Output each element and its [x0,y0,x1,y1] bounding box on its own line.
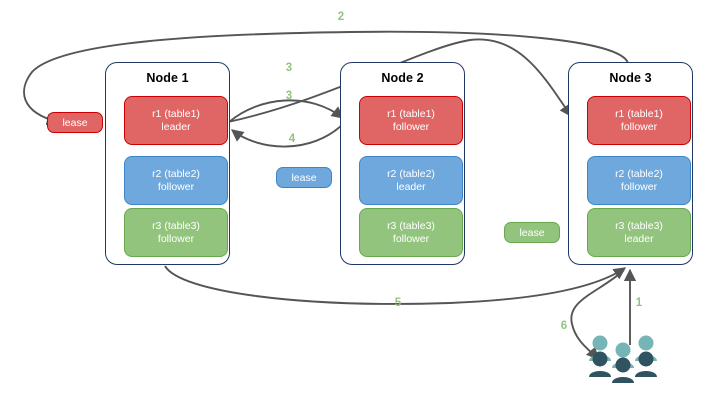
step-label-2: 2 [337,11,345,23]
replica-name: r3 (table3) [615,219,663,232]
node-container-node1[interactable]: Node 1 r1 (table1) leader r2 (table2) fo… [105,62,230,265]
lease-badge-red[interactable]: lease [47,112,103,133]
replica-role: leader [396,180,426,193]
step-label-3a: 3 [285,62,293,74]
replica-name: r1 (table1) [152,107,200,120]
replica-name: r1 (table1) [387,107,435,120]
arrow-step-3-to-node2 [228,99,344,123]
replica-role: follower [392,120,430,133]
lease-badge-green[interactable]: lease [504,222,560,243]
replica-node2-r3[interactable]: r3 (table3) follower [359,208,463,257]
replica-role: follower [392,232,430,245]
replica-node1-r3[interactable]: r3 (table3) follower [124,208,228,257]
step-label-3b: 3 [285,90,293,102]
replica-role: follower [620,180,658,193]
node-container-node3[interactable]: Node 3 r1 (table1) follower r2 (table2) … [568,62,693,265]
replica-node1-r2[interactable]: r2 (table2) follower [124,156,228,205]
node-title-node2: Node 2 [381,71,424,85]
node-title-node1: Node 1 [146,71,189,85]
replica-name: r2 (table2) [615,167,663,180]
replica-role: follower [620,120,658,133]
replica-name: r2 (table2) [152,167,200,180]
node-container-node2[interactable]: Node 2 r1 (table1) follower r2 (table2) … [340,62,465,265]
replica-role: leader [624,232,654,245]
replica-node2-r2[interactable]: r2 (table2) leader [359,156,463,205]
step-label-5: 5 [394,297,402,309]
node-title-node3: Node 3 [609,71,652,85]
replica-role: follower [157,180,195,193]
replica-name: r1 (table1) [615,107,663,120]
users-group-icon [589,335,657,383]
replica-name: r3 (table3) [152,219,200,232]
lease-badge-blue[interactable]: lease [276,167,332,188]
replica-node3-r1[interactable]: r1 (table1) follower [587,96,691,145]
step-label-6: 6 [560,320,568,332]
replica-node3-r2[interactable]: r2 (table2) follower [587,156,691,205]
replica-role: leader [161,120,191,133]
replica-node3-r3[interactable]: r3 (table3) leader [587,208,691,257]
replica-name: r3 (table3) [387,219,435,232]
replica-node2-r1[interactable]: r1 (table1) follower [359,96,463,145]
step-label-4: 4 [288,133,296,145]
replica-role: follower [157,232,195,245]
replica-node1-r1[interactable]: r1 (table1) leader [124,96,228,145]
step-label-1: 1 [635,297,643,309]
replica-name: r2 (table2) [387,167,435,180]
